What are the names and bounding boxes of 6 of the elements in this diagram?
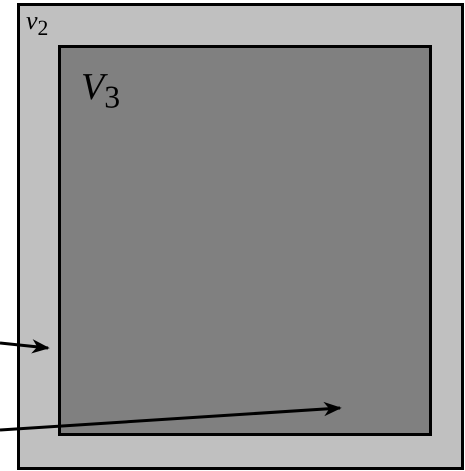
- region-box: [58, 45, 432, 436]
- arrow: [0, 402, 342, 432]
- region-label: V$_{3}$: [81, 68, 120, 114]
- arrow: [0, 339, 50, 354]
- region-box: [17, 3, 464, 470]
- region-label: v$_{2}$: [26, 8, 48, 40]
